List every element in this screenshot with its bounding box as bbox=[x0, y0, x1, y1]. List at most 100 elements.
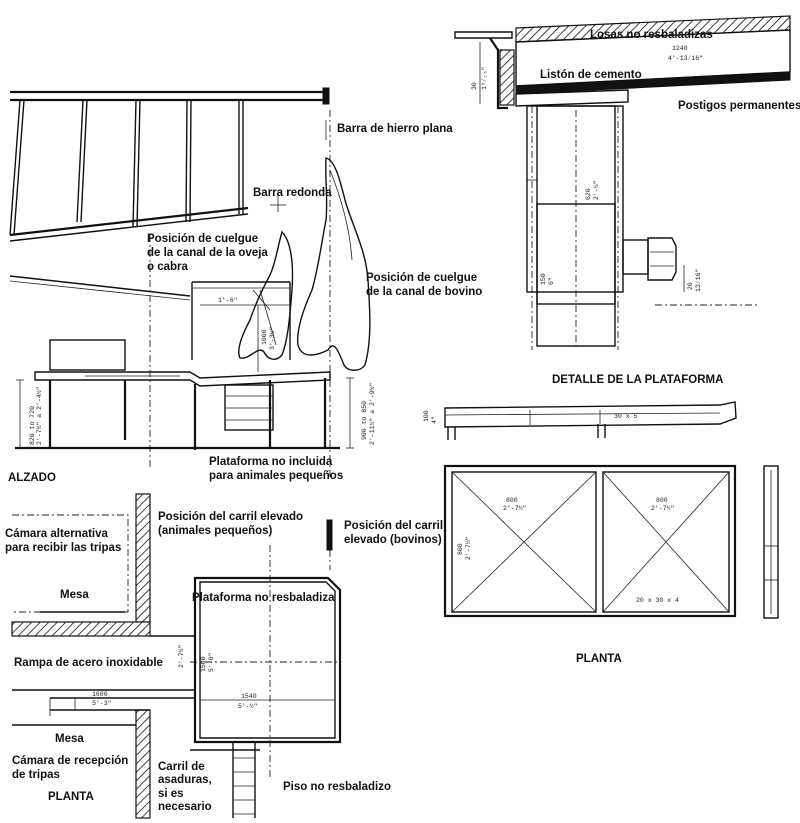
label-platform-detail: DETALLE DE LA PLATAFORMA bbox=[552, 374, 723, 386]
dim-right-height-imp: 2'-11½" a 2'-9½" bbox=[368, 382, 376, 445]
bovine-carcass-detail bbox=[329, 169, 353, 261]
detail-left-cap bbox=[454, 31, 513, 39]
bolt-dim: 20 bbox=[687, 282, 694, 290]
detail-span-imp: 4'-13⁄16" bbox=[668, 55, 703, 62]
post-base: 150 bbox=[540, 273, 547, 285]
label-elevation-view: ALZADO bbox=[8, 472, 56, 484]
label-cement-batten: Listón de cemento bbox=[540, 69, 642, 81]
label-round-bar: Barra redonda bbox=[253, 187, 332, 199]
elevation-view: 820 to 720 2'-7½" a 2'-4½" 900 to 850 2'… bbox=[8, 87, 482, 484]
label-tripe-chamber-2: de tripas bbox=[12, 769, 60, 781]
detail-edge-profile bbox=[489, 37, 508, 110]
dim-ramp-length: 1600 bbox=[92, 691, 108, 698]
detail-left-height-imp: 1³⁄₁₆" bbox=[481, 66, 488, 90]
batten-base bbox=[515, 71, 791, 95]
dim-hook-offset: 1'-6" bbox=[218, 297, 238, 304]
dim-drop-imp: 3'-3½" bbox=[268, 326, 276, 350]
beam-height-imp: 4" bbox=[431, 416, 438, 424]
elevation-dimensions: 820 to 720 2'-7½" a 2'-4½" 900 to 850 2'… bbox=[16, 297, 376, 449]
rail-hangers bbox=[9, 99, 244, 236]
beam-section bbox=[444, 401, 737, 428]
label-offal-rail-2: asaduras, bbox=[158, 774, 212, 786]
label-sheep-position-3: o cabra bbox=[147, 261, 189, 273]
elevation-sink bbox=[49, 339, 126, 371]
sheep-leg-line bbox=[252, 289, 271, 311]
offal-rail bbox=[190, 742, 260, 818]
label-offal-rail-3: si es bbox=[158, 788, 184, 800]
plan-view: 1600 5'-3" 2'-7½" 1500 5'-0" 1540 5'-½" bbox=[5, 493, 443, 819]
bovine-carcass bbox=[296, 157, 371, 371]
elevation-table bbox=[15, 371, 340, 450]
beam-dim: 30 x 5 bbox=[614, 413, 638, 420]
label-tripe-chamber-1: Cámara de recepción bbox=[12, 755, 128, 767]
post-shelf bbox=[515, 89, 629, 107]
bolt-dim-imp: 13⁄16" bbox=[695, 268, 702, 292]
label-non-slip-slabs: Losas no resbaladizas bbox=[590, 29, 713, 41]
plan-right-width: 800 bbox=[656, 497, 668, 504]
plan-wall-upper bbox=[135, 493, 151, 623]
post-base-imp: 6" bbox=[548, 277, 555, 285]
dim-right-height: 900 to 850 bbox=[361, 401, 368, 440]
bolt-head bbox=[622, 239, 649, 275]
platform-side-section bbox=[763, 465, 779, 619]
label-platform-note-1: Plataforma no incluida bbox=[209, 456, 333, 468]
label-rail-bovine-1: Posición del carril bbox=[344, 520, 443, 532]
label-platform-plan: PLANTA bbox=[576, 653, 622, 665]
label-bovine-position-1: Posición de cuelgue bbox=[366, 272, 477, 284]
plan-right-width-imp: 2'-7½" bbox=[651, 504, 675, 512]
platform-plan-right-panel bbox=[602, 471, 730, 613]
bolt-nut bbox=[647, 237, 677, 281]
label-bovine-position-2: de la canal de bovino bbox=[366, 286, 482, 298]
plan-wall-horizontal bbox=[11, 621, 151, 637]
platform-frame bbox=[191, 281, 291, 360]
platform-plan-outer bbox=[443, 464, 737, 618]
label-offal-rail-1: Carril de bbox=[158, 761, 205, 773]
sheep-carcass bbox=[238, 230, 294, 360]
overhead-rail bbox=[10, 87, 330, 105]
dim-platform-depth-imp: 5'-0" bbox=[208, 652, 215, 672]
plan-depth: 800 bbox=[457, 543, 464, 555]
label-alt-chamber-1: Cámara alternativa bbox=[5, 528, 109, 540]
label-rail-small-2: (animales pequeños) bbox=[158, 525, 273, 537]
dim-left-gap: 2'-7½" bbox=[177, 644, 185, 668]
sheep-carcass-detail bbox=[259, 289, 277, 346]
label-flat-iron-bar: Barra de hierro plana bbox=[337, 123, 453, 135]
non-slip-platform-inner bbox=[199, 581, 336, 739]
label-rail-small-1: Posición del carril elevado bbox=[158, 511, 303, 523]
plan-depth-imp: 2'-7½" bbox=[464, 536, 472, 560]
dim-table-height: 820 to 720 bbox=[29, 406, 36, 445]
plan-left-width: 800 bbox=[506, 497, 518, 504]
label-rail-bovine-2: elevado (bovinos) bbox=[344, 534, 442, 546]
label-platform-note-2: para animales pequeños bbox=[209, 470, 343, 482]
post-height: 620 bbox=[585, 188, 592, 200]
label-alt-chamber-2: para recibir las tripas bbox=[5, 542, 121, 554]
label-plan-view: PLANTA bbox=[48, 791, 94, 803]
beam-height: 100 bbox=[423, 410, 430, 422]
label-sheep-position-1: Posición de cuelgue bbox=[147, 233, 258, 245]
label-offal-rail-4: necesario bbox=[158, 801, 212, 813]
label-non-slip-floor: Piso no resbaladizo bbox=[283, 781, 391, 793]
platform-plan-view: 800 2'-7½" 800 2'-7½" 800 2'-7½" 20 x 30… bbox=[443, 464, 779, 665]
label-table-bottom: Mesa bbox=[55, 733, 84, 745]
dim-table-height-imp: 2'-7½" a 2'-4½" bbox=[35, 386, 43, 445]
sloped-rail bbox=[9, 206, 249, 301]
plan-wall-lower bbox=[135, 709, 151, 819]
dim-platform-depth: 1500 bbox=[200, 656, 207, 672]
dim-platform-width-imp: 5'-½" bbox=[238, 702, 258, 710]
platform-plan-left-panel bbox=[451, 471, 597, 613]
dim-platform-width: 1540 bbox=[241, 693, 257, 700]
detail-span: 1240 bbox=[672, 45, 688, 52]
plan-left-width-imp: 2'-7½" bbox=[503, 504, 527, 512]
label-non-slip-platform: Plataforma no resbaladiza bbox=[192, 592, 335, 604]
post-column bbox=[526, 105, 624, 293]
label-sheep-position-2: de la canal de la oveja bbox=[147, 247, 268, 259]
plan-section: 20 x 30 x 4 bbox=[636, 597, 679, 604]
label-table-top: Mesa bbox=[60, 589, 89, 601]
bovine-rail-marker bbox=[326, 519, 333, 551]
label-permanent-posts: Postigos permanentes bbox=[678, 100, 800, 112]
detail-edge-hatch bbox=[499, 49, 515, 106]
dim-ramp-length-imp: 5'-3" bbox=[92, 700, 112, 707]
post-height-imp: 2'-½" bbox=[592, 180, 600, 200]
